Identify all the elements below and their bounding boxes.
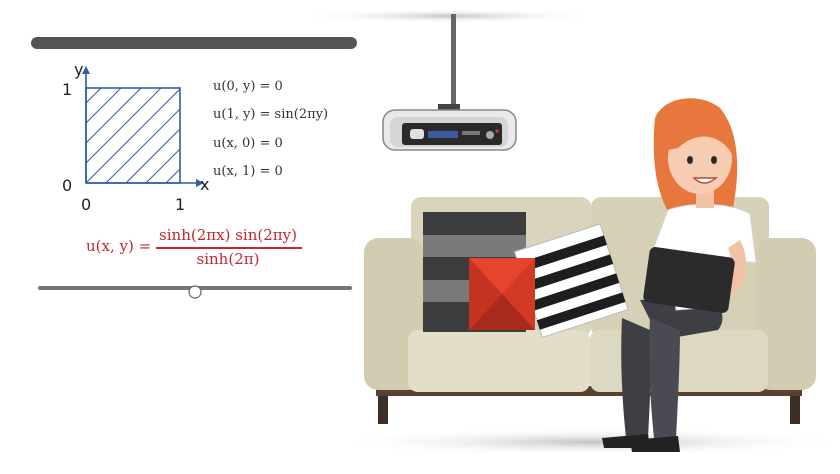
fraction-bar (156, 247, 302, 249)
solution-denominator: sinh(2π) (196, 250, 260, 268)
ceiling-shadow (300, 9, 600, 23)
y-axis-label: y (74, 60, 84, 79)
boundary-condition-2: u(1, y) = sin(2πy) (213, 107, 329, 122)
projector-icon (382, 14, 517, 151)
boundary-condition-1: u(0, y) = 0 (213, 79, 283, 94)
x-zero-tick-label: 0 (81, 195, 92, 214)
solution-lhs: u(x, y) = (86, 237, 152, 255)
solution-numerator: sinh(2πx) sin(2πy) (159, 226, 297, 244)
x-one-tick-label: 1 (175, 195, 186, 214)
x-axis-label: x (200, 175, 210, 194)
floor-shadow (330, 428, 840, 456)
axes (82, 66, 204, 187)
boundary-condition-3: u(x, 0) = 0 (213, 136, 283, 151)
origin-label: 0 (62, 176, 73, 195)
striped-pillow-white (513, 223, 629, 338)
domain-square (85, 87, 181, 184)
y-one-tick-label: 1 (62, 80, 73, 99)
projection-screen (31, 37, 357, 299)
boundary-condition-4: u(x, 1) = 0 (213, 164, 283, 179)
tablet-icon (643, 247, 735, 313)
red-pillow (469, 258, 535, 330)
